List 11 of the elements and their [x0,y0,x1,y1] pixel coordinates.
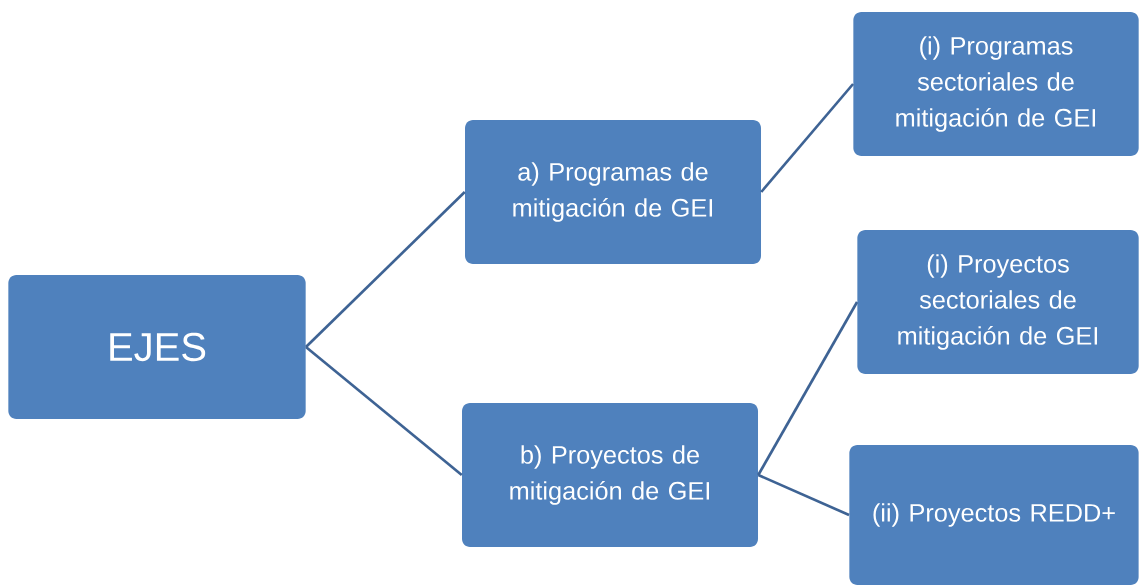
connector-line [757,301,859,476]
process-box: a) Programas de mitigación de GEI [465,120,761,264]
connector-line [305,191,466,348]
process-box: (i) Programas sectoriales de mitigación de GEI [853,12,1139,156]
process-box: (ii) Proyectos REDD+ [849,445,1139,585]
process-box: (i) Proyectos sectoriales de mitigación de GEI [857,230,1139,374]
connector-line [305,345,463,477]
connector-line [760,83,855,193]
connector-line [757,473,850,517]
process-box: EJES [8,275,306,419]
process-box: b) Proyectos de mitigación de GEI [462,403,758,547]
